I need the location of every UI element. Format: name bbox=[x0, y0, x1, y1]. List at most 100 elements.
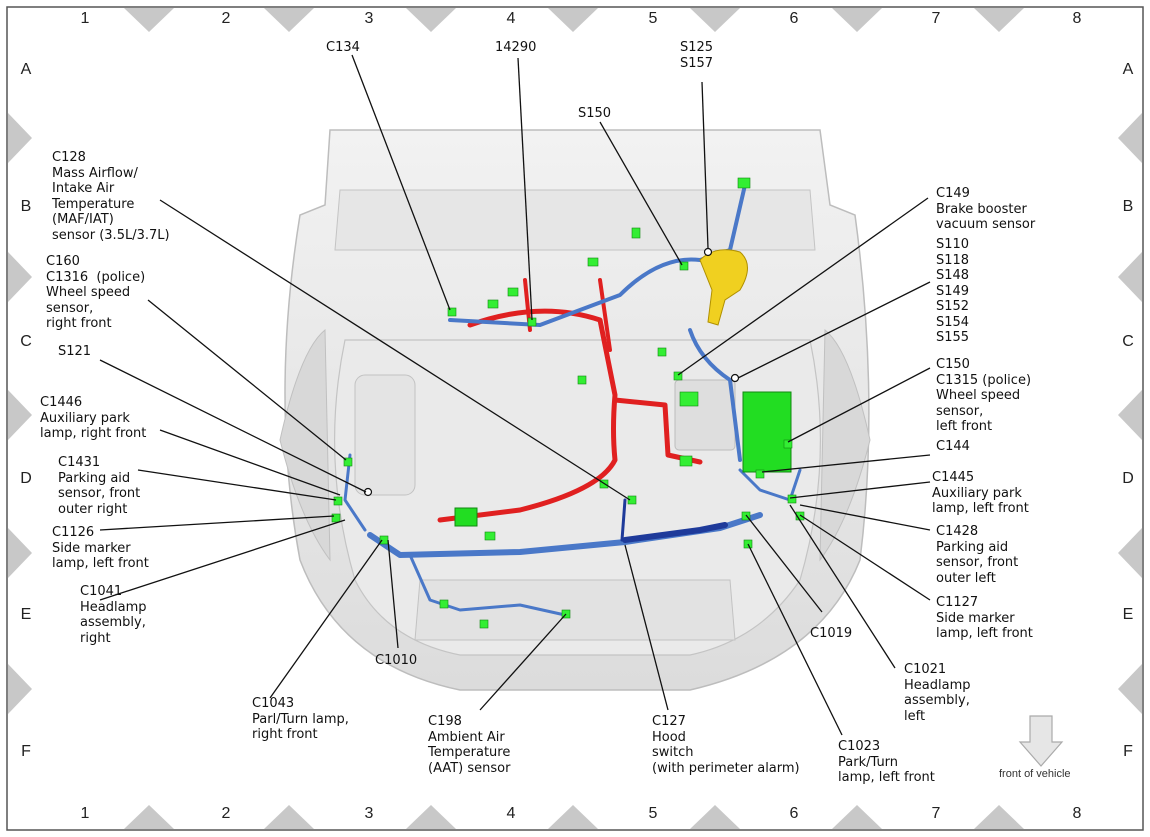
grid-row-left-C: C bbox=[20, 333, 32, 350]
leader-c1010 bbox=[387, 539, 399, 649]
harness-blue-right-side bbox=[343, 453, 367, 532]
marker-right-4 bbox=[1118, 528, 1142, 578]
marker-left-1 bbox=[8, 113, 32, 163]
grid-col-bot-2: 2 bbox=[221, 805, 231, 822]
marker-left-2 bbox=[8, 252, 32, 302]
abs-module bbox=[742, 391, 792, 473]
marker-left-3 bbox=[8, 390, 32, 440]
marker-top-1 bbox=[124, 8, 174, 32]
connector-c160 bbox=[343, 457, 353, 467]
connector-c1445 bbox=[787, 494, 797, 504]
marker-bot-5 bbox=[690, 805, 740, 829]
callout-c1446: C1446 Auxiliary park lamp, right front bbox=[40, 395, 147, 441]
callout-c150: C150 C1315 (police) Wheel speed sensor, … bbox=[936, 357, 1032, 434]
grid-row-left-E: E bbox=[20, 606, 32, 623]
leader-c134 bbox=[351, 54, 451, 311]
maf-connector bbox=[454, 507, 478, 527]
leader-c144 bbox=[761, 454, 931, 473]
splice-s121 bbox=[363, 487, 373, 497]
grid-row-right-F: F bbox=[1123, 743, 1133, 760]
components bbox=[331, 177, 805, 629]
leader-c1446 bbox=[159, 429, 341, 496]
grid-col-top-3: 3 bbox=[364, 10, 374, 27]
callout-14290: 14290 bbox=[495, 40, 537, 55]
callout-s110-group: S110 S118 S148 S149 S152 S154 S155 bbox=[936, 237, 970, 345]
callout-s150: S150 bbox=[578, 106, 612, 121]
front-of-vehicle-label: front of vehicle bbox=[999, 768, 1071, 780]
marker-bot-6 bbox=[832, 805, 882, 829]
connector-b8 bbox=[679, 391, 699, 407]
connector-b12 bbox=[439, 599, 449, 609]
callout-c1431: C1431 Parking aid sensor, front outer ri… bbox=[58, 455, 141, 517]
frame-border bbox=[6, 6, 1144, 831]
grid-col-bot-4: 4 bbox=[506, 805, 516, 822]
grid-row-right-E: E bbox=[1122, 606, 1134, 623]
marker-right-3 bbox=[1118, 390, 1142, 440]
callout-c198: C198 Ambient Air Temperature (AAT) senso… bbox=[428, 714, 511, 776]
splice-s125 bbox=[703, 247, 713, 257]
callout-c1428: C1428 Parking aid sensor, front outer le… bbox=[936, 524, 1019, 586]
leader-c150 bbox=[787, 367, 931, 443]
connector-c1126 bbox=[331, 513, 341, 523]
leader-c1019 bbox=[745, 514, 823, 613]
leader-c149 bbox=[677, 197, 929, 376]
marker-right-2 bbox=[1118, 252, 1142, 302]
front-of-vehicle-arrow bbox=[1018, 715, 1064, 767]
marker-top-5 bbox=[690, 8, 740, 32]
callout-c1127: C1127 Side marker lamp, left front bbox=[936, 595, 1033, 641]
marker-bot-7 bbox=[974, 805, 1024, 829]
connector-b1 bbox=[487, 299, 499, 309]
grid-col-bot-1: 1 bbox=[80, 805, 90, 822]
cowl-panel bbox=[334, 189, 816, 251]
harness-blue-abs bbox=[688, 328, 742, 462]
callout-c1043: C1043 Parl/Turn lamp, right front bbox=[252, 696, 349, 742]
marker-bot-3 bbox=[406, 805, 456, 829]
radiator-support bbox=[414, 579, 736, 641]
connector-b5 bbox=[631, 227, 641, 239]
callout-c1021: C1021 Headlamp assembly, left bbox=[904, 662, 971, 724]
grid-row-left-A: A bbox=[20, 61, 32, 78]
harness-blue-left-side bbox=[738, 468, 802, 502]
leader-14290 bbox=[517, 57, 533, 321]
callout-c1019: C1019 bbox=[810, 626, 853, 641]
callout-c1041: C1041 Headlamp assembly, right bbox=[80, 584, 147, 646]
grid-col-top-5: 5 bbox=[648, 10, 658, 27]
grid-col-bot-7: 7 bbox=[931, 805, 941, 822]
grid-col-top-8: 8 bbox=[1072, 10, 1082, 27]
marker-bot-2 bbox=[264, 805, 314, 829]
battery-tray bbox=[674, 379, 736, 451]
marker-top-2 bbox=[264, 8, 314, 32]
callout-c1126: C1126 Side marker lamp, left front bbox=[52, 525, 149, 571]
marker-top-6 bbox=[832, 8, 882, 32]
marker-top-3 bbox=[406, 8, 456, 32]
leader-c1431 bbox=[137, 469, 337, 501]
callout-c127: C127 Hood switch (with perimeter alarm) bbox=[652, 714, 800, 776]
connector-c128 bbox=[627, 495, 637, 505]
grid-markers bbox=[8, 8, 1142, 829]
leader-s121 bbox=[99, 359, 367, 493]
leader-c198 bbox=[479, 613, 567, 711]
grid-col-bot-5: 5 bbox=[648, 805, 658, 822]
callout-c1023: C1023 Park/Turn lamp, left front bbox=[838, 739, 935, 785]
grid-row-right-B: B bbox=[1122, 198, 1134, 215]
strut-tower-right bbox=[354, 374, 416, 496]
connector-b11 bbox=[479, 619, 489, 629]
callout-c128: C128 Mass Airflow/ Intake Air Temperatur… bbox=[52, 150, 170, 243]
leader-s150 bbox=[599, 121, 683, 266]
grid-row-left-D: D bbox=[20, 470, 32, 487]
marker-right-1 bbox=[1118, 113, 1142, 163]
connector-b4 bbox=[737, 177, 751, 189]
connector-c149 bbox=[673, 371, 683, 381]
grid-col-bot-6: 6 bbox=[789, 805, 799, 822]
leader-c1043 bbox=[269, 539, 383, 699]
marker-bot-4 bbox=[548, 805, 598, 829]
leader-c1021 bbox=[789, 504, 896, 669]
grid-col-bot-3: 3 bbox=[364, 805, 374, 822]
connector-b9 bbox=[679, 455, 693, 467]
grid-row-right-C: C bbox=[1122, 333, 1134, 350]
grid-col-top-6: 6 bbox=[789, 10, 799, 27]
connector-b7 bbox=[577, 375, 587, 385]
connector-b3 bbox=[587, 257, 599, 267]
